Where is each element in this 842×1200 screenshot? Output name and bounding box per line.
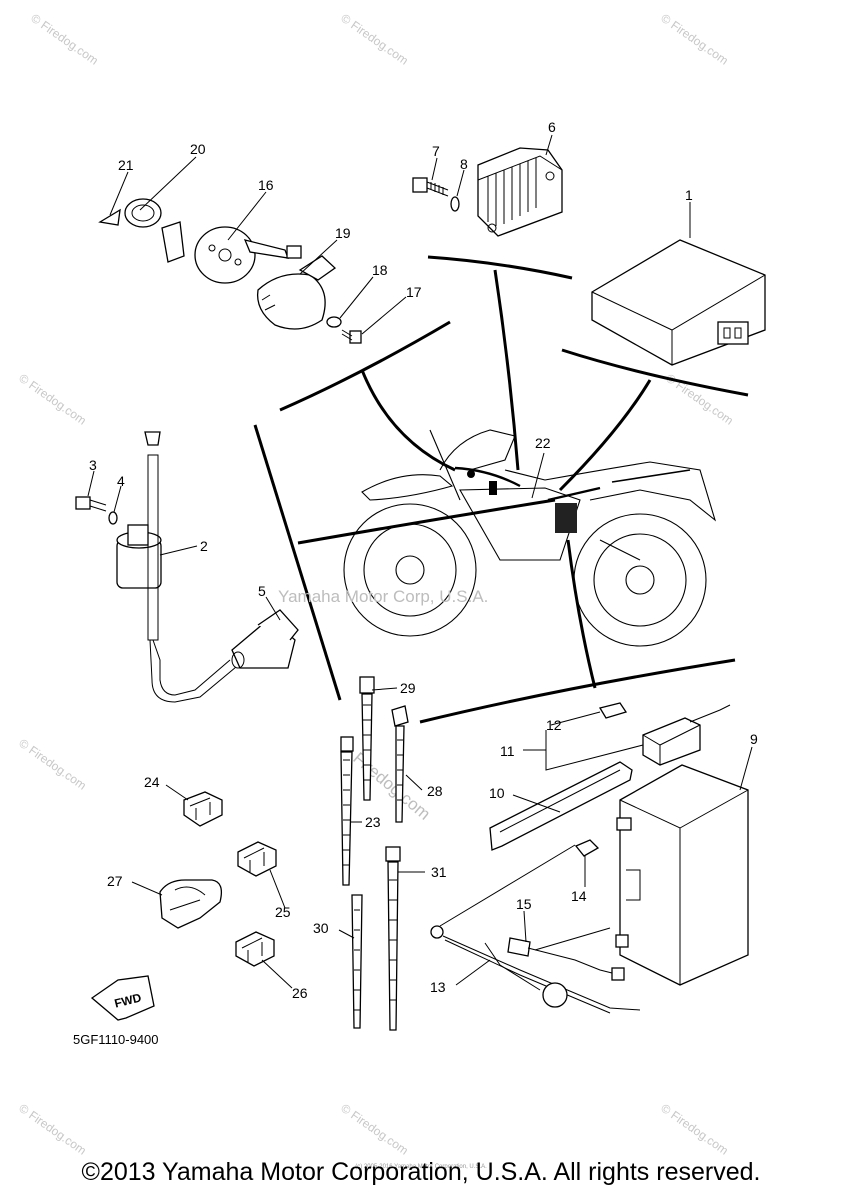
part-clamp (183, 791, 223, 827)
callout-5: 5 (258, 583, 266, 599)
part-bolt (75, 496, 107, 512)
part-cable-tie (340, 736, 354, 886)
watermark-corner: © Firedog.com (338, 1101, 411, 1158)
callout-22: 22 (535, 435, 551, 451)
callout-3: 3 (89, 457, 97, 473)
part-clamp (159, 879, 223, 929)
callout-30: 30 (313, 920, 329, 936)
part-clamp (235, 931, 275, 967)
part-spark-plug-cap (231, 609, 299, 669)
part-washer (450, 196, 460, 212)
part-ignition-coil (116, 431, 237, 703)
part-battery-lead (430, 925, 641, 1014)
part-washer (108, 511, 118, 525)
fwd-arrow-icon: FWD (90, 975, 155, 1021)
callout-18: 18 (372, 262, 388, 278)
part-cable-tie (351, 894, 363, 1029)
callout-6: 6 (548, 119, 556, 135)
watermark-corner: © Firedog.com (658, 11, 731, 68)
callout-1: 1 (685, 187, 693, 203)
watermark-corner: © Firedog.com (28, 11, 101, 68)
part-code: 5GF1110-9400 (73, 1032, 159, 1047)
callout-21: 21 (118, 157, 134, 173)
callout-25: 25 (275, 904, 291, 920)
motorcycle-outline (343, 429, 717, 647)
callout-26: 26 (292, 985, 308, 1001)
part-fuse (598, 702, 628, 719)
callout-13: 13 (430, 979, 446, 995)
small-print: (c) 2005-2016 Yamaha Motor Corporation, … (355, 1164, 487, 1170)
fwd-label: FWD (113, 990, 143, 1010)
part-terminal-cap (574, 839, 600, 857)
part-fuse-holder (642, 704, 731, 766)
part-battery-band (489, 761, 633, 851)
callout-14: 14 (571, 888, 587, 904)
callout-27: 27 (107, 873, 123, 889)
callout-20: 20 (190, 141, 206, 157)
callout-8: 8 (460, 156, 468, 172)
callout-31: 31 (431, 864, 447, 880)
watermark-corner: © Firedog.com (16, 1101, 89, 1158)
part-rectifier-regulator (477, 147, 563, 237)
part-cable-tie (391, 705, 409, 823)
part-main-switch (98, 198, 337, 330)
section-dividers (253, 255, 749, 724)
part-washer (326, 316, 342, 328)
watermark-side: Firedog.com (349, 749, 434, 824)
part-bolt (412, 177, 449, 197)
part-clamp (237, 841, 277, 877)
callout-10: 10 (489, 785, 505, 801)
callout-2: 2 (200, 538, 208, 554)
callout-11: 11 (500, 743, 515, 759)
callout-12: 12 (546, 717, 562, 733)
callout-24: 24 (144, 774, 160, 790)
callout-17: 17 (406, 284, 422, 300)
watermark-center: Yamaha Motor Corp, U.S.A. (278, 587, 488, 606)
watermark-corner: © Firedog.com (16, 371, 89, 428)
watermark-corner: © Firedog.com (658, 1101, 731, 1158)
part-cable-tie (385, 846, 401, 1031)
leader-lines (87, 134, 753, 989)
callout-4: 4 (117, 473, 125, 489)
part-cable-tie (359, 676, 375, 801)
part-battery (615, 764, 749, 986)
callout-28: 28 (427, 783, 443, 799)
part-screw (341, 329, 362, 344)
part-ecu-unit (591, 239, 766, 366)
callout-7: 7 (432, 143, 440, 159)
callout-numbers: 1 2 3 4 5 6 7 8 9 10 11 12 13 14 15 16 1… (89, 119, 758, 1001)
watermark-corner: © Firedog.com (338, 11, 411, 68)
callout-16: 16 (258, 177, 274, 193)
callout-15: 15 (516, 896, 532, 912)
callout-29: 29 (400, 680, 416, 696)
callout-23: 23 (365, 814, 381, 830)
callout-19: 19 (335, 225, 351, 241)
watermark-corner: © Firedog.com (16, 736, 89, 793)
callout-9: 9 (750, 731, 758, 747)
copyright-notice: ©2013 Yamaha Motor Corporation, U.S.A. A… (81, 1158, 761, 1186)
